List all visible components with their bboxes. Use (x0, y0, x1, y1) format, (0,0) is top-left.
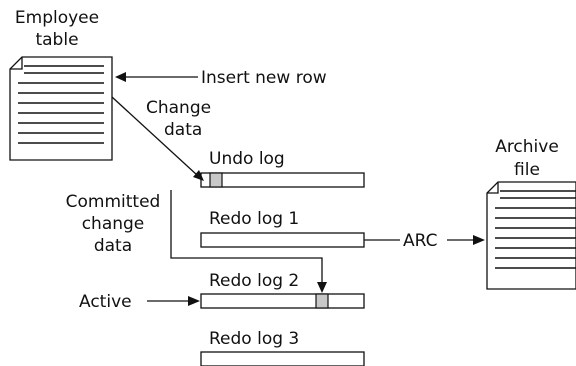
undo-log-label: Undo log (209, 149, 285, 169)
change-data-label-line1: Change (146, 98, 211, 118)
insert-new-row-arrow (115, 72, 198, 82)
arc-arrow (447, 235, 485, 245)
employee-table-label-line2: table (35, 30, 78, 50)
archive-file-document-icon (486, 181, 576, 290)
redo-log-3-label: Redo log 3 (209, 329, 299, 349)
redo-log-3-bar (200, 351, 365, 366)
active-arrow (147, 296, 200, 306)
employee-table-label-line1: Employee (15, 8, 99, 28)
change-data-label-line2: data (164, 120, 202, 140)
redo-log-2-bar (200, 293, 365, 309)
redo-log-1-label: Redo log 1 (209, 209, 299, 229)
insert-new-row-label: Insert new row (201, 68, 327, 88)
redo-log-1-bar (200, 232, 365, 248)
archive-file-label-line2: file (514, 160, 540, 180)
active-label: Active (79, 292, 132, 312)
undo-log-change-block (209, 172, 223, 188)
employee-table-document-icon (9, 56, 113, 161)
committed-change-data-label-line3: data (94, 236, 132, 256)
undo-log-bar (200, 172, 365, 188)
committed-change-data-label-line1: Committed (66, 192, 161, 212)
archive-file-label-line1: Archive (495, 137, 559, 157)
arc-label: ARC (403, 231, 437, 251)
redo-log-2-change-block (315, 293, 329, 309)
redo-log-2-label: Redo log 2 (209, 271, 299, 291)
committed-change-data-arrow (170, 190, 327, 293)
committed-change-data-label-line2: change (82, 214, 145, 234)
